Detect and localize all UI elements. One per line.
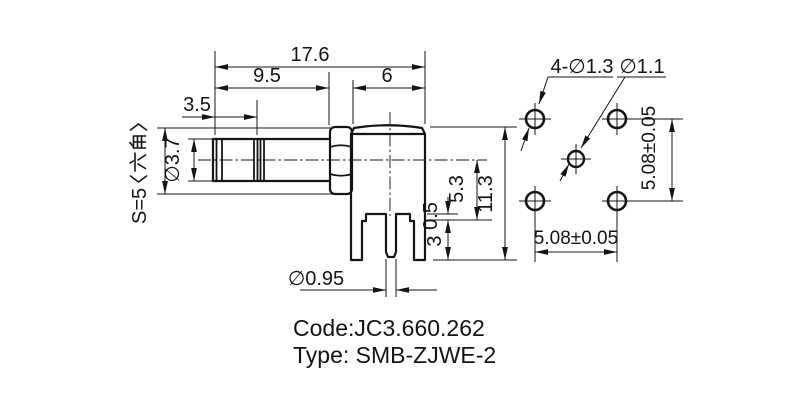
side-view-dimensions: 17.6 9.5 6 3.5 ∅0.95 S=5 ∅3.7 0. <box>129 44 517 297</box>
dim-insulator-offset: 0.5 <box>420 202 442 230</box>
hex-cjk-glyphs <box>129 123 148 183</box>
caption: Code:JC3.660.262 Type: SMB-ZJWE-2 <box>293 315 496 368</box>
dim-interface-diameter: ∅3.7 <box>162 137 184 182</box>
dim-front-section: 3.5 <box>183 94 211 116</box>
dim-pin-length: 3 <box>424 235 446 246</box>
side-view <box>198 112 487 262</box>
dim-pin-diameter: ∅0.95 <box>288 268 344 290</box>
dim-overall-height: 11.3 <box>475 175 497 212</box>
dim-overall-length: 17.6 <box>291 44 330 66</box>
corner-hole-bottom-left <box>524 190 546 212</box>
dim-body-length: 9.5 <box>253 65 281 87</box>
right-angle-body <box>349 124 427 262</box>
corner-hole-top-right <box>606 108 628 130</box>
dim-axis-to-base: 5.3 <box>446 175 468 203</box>
dim-center-hole: ∅1.1 <box>619 56 664 78</box>
dim-corner-holes: 4-∅1.3 <box>550 56 613 78</box>
part-code-label: Code:JC3.660.262 <box>293 315 485 341</box>
body-outline <box>349 132 427 262</box>
dim-block-width: 6 <box>381 65 392 87</box>
dim-horizontal-pitch: 5.08±0.05 <box>534 228 618 249</box>
dim-hex-flats: S=5 <box>129 123 151 224</box>
corner-hole-top-left <box>524 108 546 130</box>
part-type-label: Type: SMB-ZJWE-2 <box>293 342 496 368</box>
center-hole <box>566 149 586 169</box>
dim-vertical-pitch: 5.08±0.05 <box>639 106 660 190</box>
footprint-view: 4-∅1.3 ∅1.1 5.08±0.05 5.08±0.05 <box>519 56 683 262</box>
svg-text:S=5: S=5 <box>129 188 151 224</box>
connector-barrel <box>211 137 332 183</box>
corner-hole-bottom-right <box>606 190 628 212</box>
